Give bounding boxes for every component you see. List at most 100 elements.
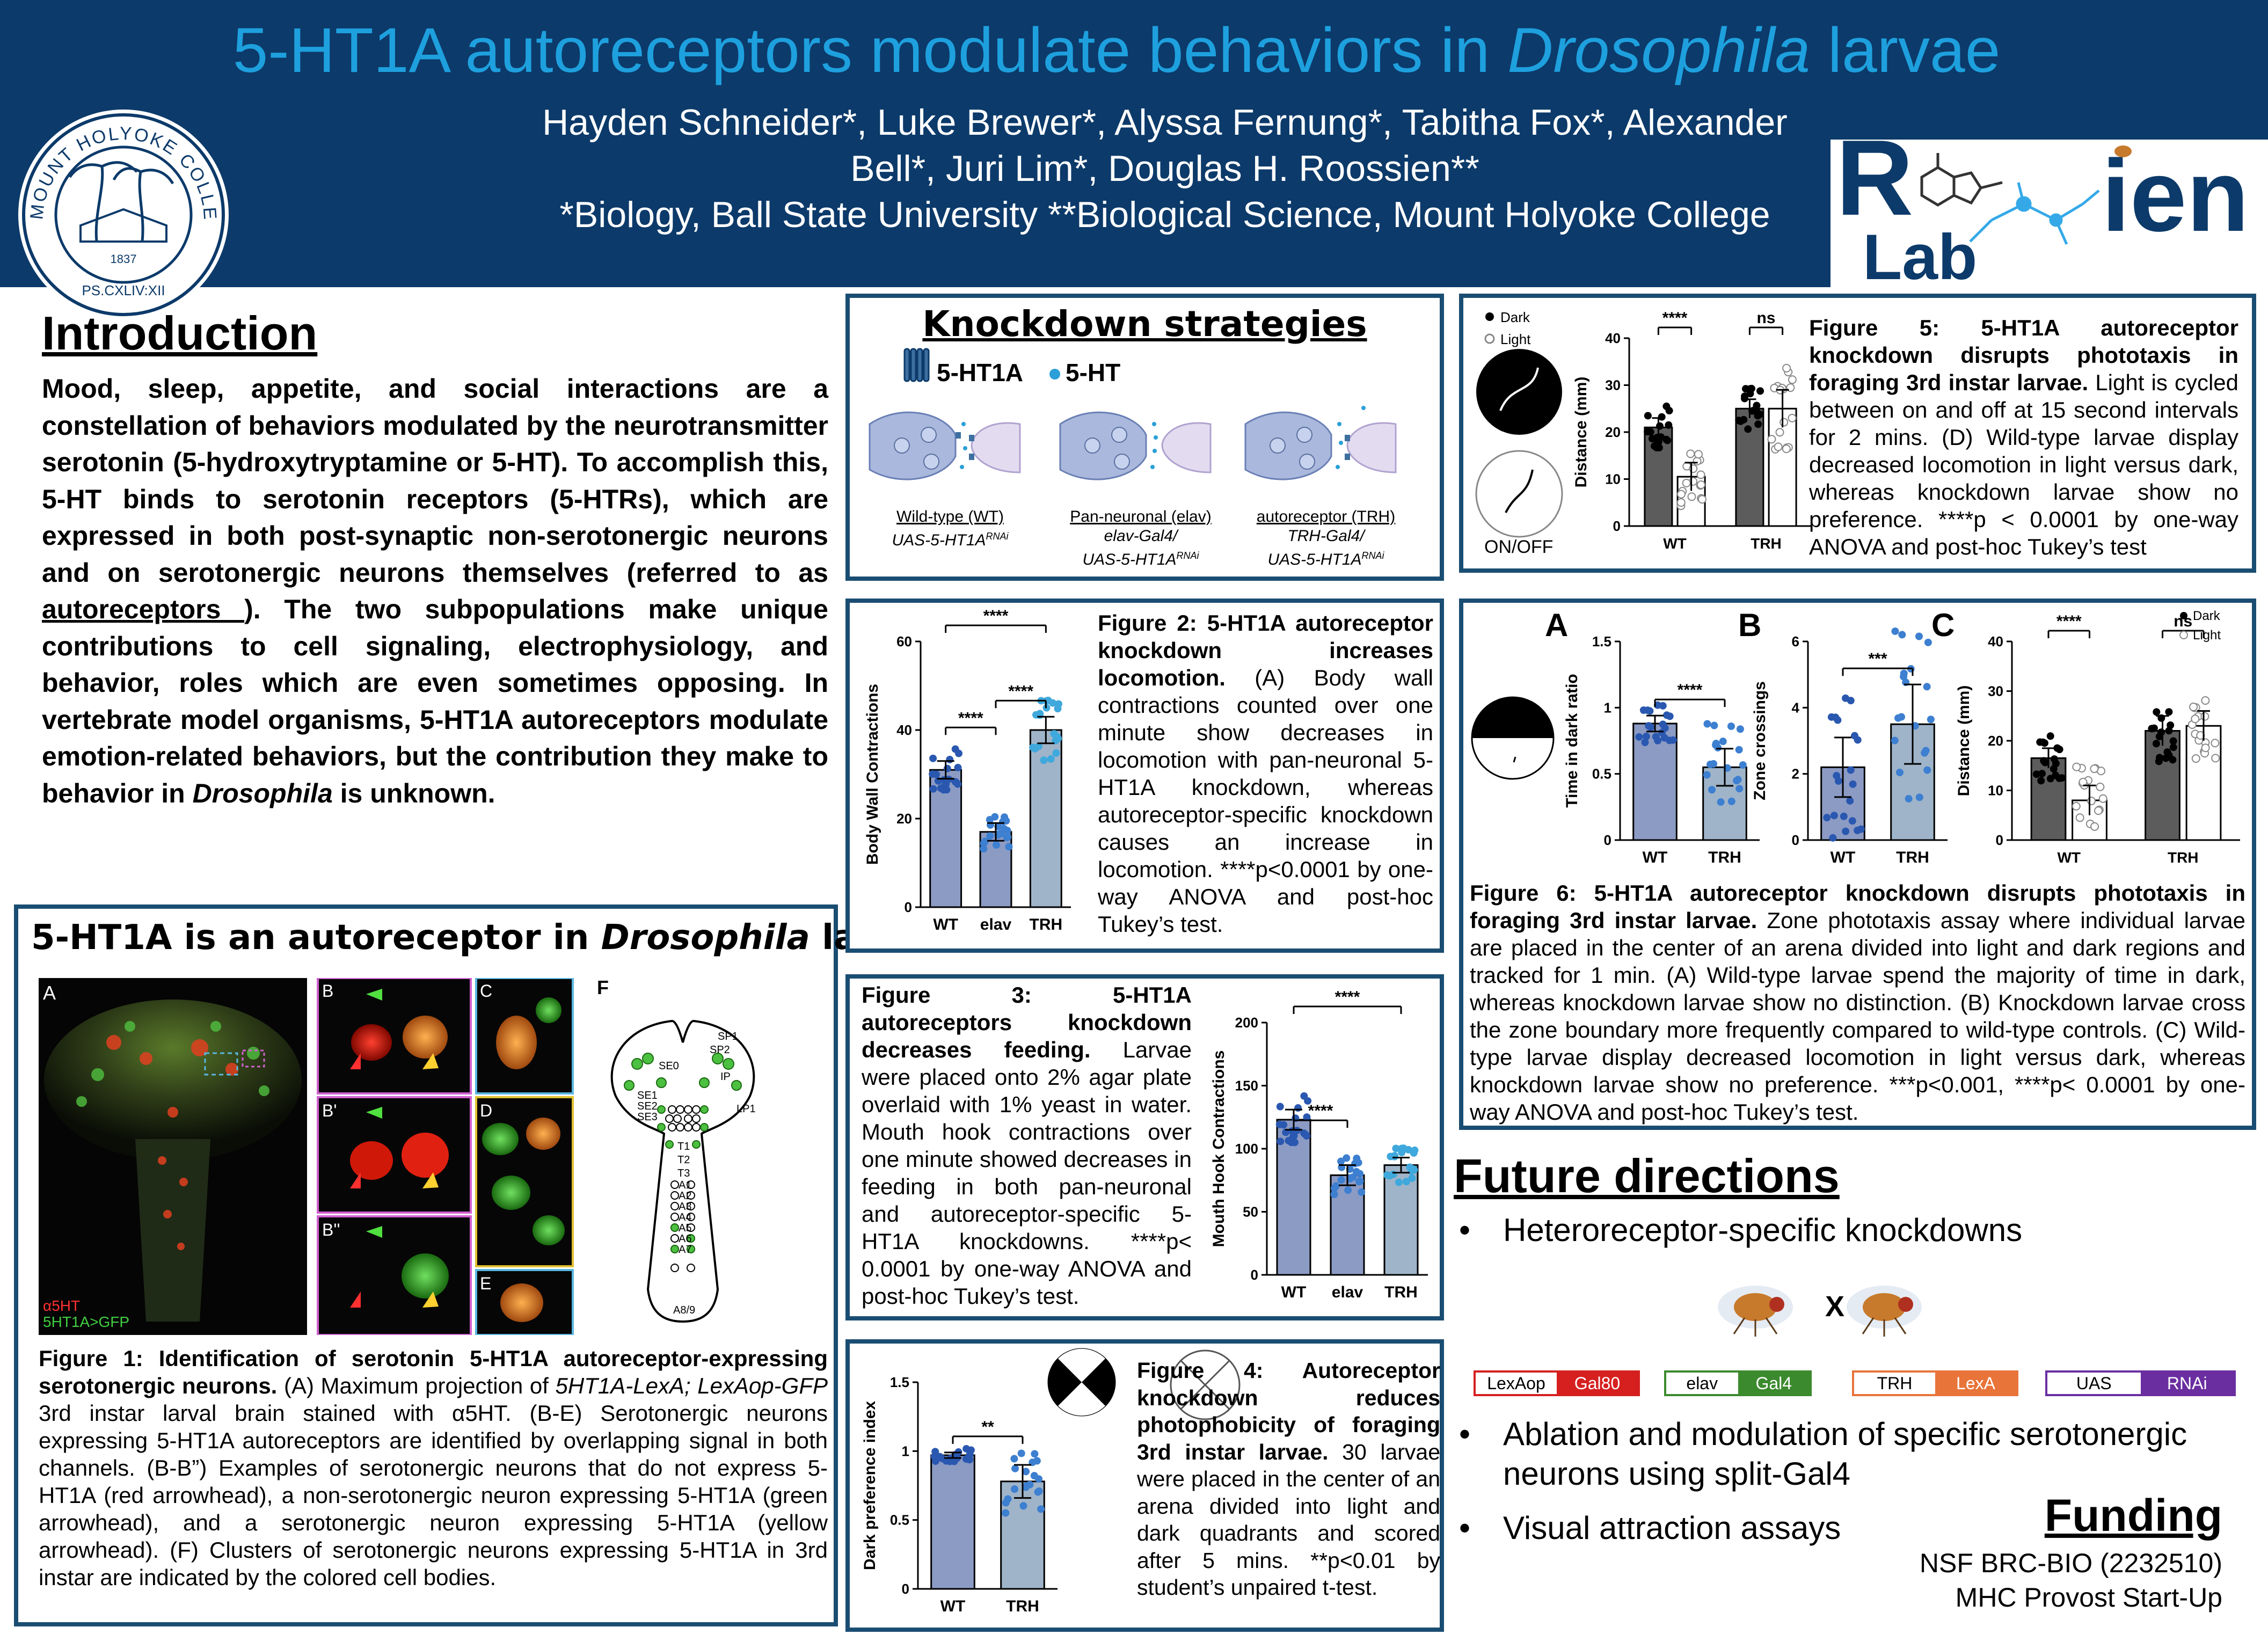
quadrant-arena-icon <box>1047 1347 1117 1417</box>
significance-label: **** <box>1678 681 1703 699</box>
data-point <box>1644 412 1652 420</box>
data-point <box>929 754 937 762</box>
data-point <box>1921 749 1929 757</box>
data-point <box>1898 631 1906 639</box>
data-point <box>2038 770 2046 778</box>
data-point <box>954 763 962 771</box>
figure-6-label-c: C <box>1931 607 1955 643</box>
y-tick-label: 0.5 <box>1592 766 1611 782</box>
svg-text:PS.CXLIV:XII: PS.CXLIV:XII <box>82 282 165 298</box>
svg-text:A8/9: A8/9 <box>673 1304 695 1316</box>
data-point <box>1349 1173 1357 1181</box>
data-point <box>1923 683 1931 691</box>
data-point <box>966 1456 974 1464</box>
y-tick-label: 200 <box>1235 1015 1258 1031</box>
legend-dark-label: Dark <box>2193 609 2221 623</box>
data-point <box>2055 774 2063 782</box>
data-point <box>1687 492 1696 501</box>
intro-text: Mood, sleep, appetite, and social intera… <box>42 374 828 808</box>
data-point <box>1030 1472 1038 1480</box>
data-point <box>1829 834 1837 842</box>
data-point <box>1898 713 1906 721</box>
y-tick-label: 40 <box>1988 633 2003 650</box>
data-point <box>931 1457 939 1465</box>
svg-text:SE1: SE1 <box>637 1090 658 1101</box>
svg-text:5HT1A>GFP: 5HT1A>GFP <box>43 1314 129 1330</box>
data-point <box>2098 794 2107 803</box>
data-point <box>1854 736 1862 744</box>
data-point <box>986 832 994 840</box>
data-point <box>2037 777 2045 785</box>
data-point <box>2201 743 2210 753</box>
data-point <box>931 1448 939 1456</box>
data-point <box>2189 702 2198 711</box>
data-point <box>1735 746 1743 754</box>
svg-text:F: F <box>597 978 609 998</box>
strategy-wt-label: Wild-type (WT) UAS-5-HT1ARNAi <box>892 508 1009 549</box>
bar-wt <box>930 1454 975 1590</box>
data-point <box>1891 627 1899 635</box>
construct-right-label: Gal80 <box>1557 1373 1638 1394</box>
data-point <box>1294 1104 1302 1112</box>
panel-f-schematic: F <box>597 978 756 1323</box>
data-point <box>1303 1113 1311 1121</box>
data-point <box>2072 762 2081 771</box>
x-tick-label: WT <box>1281 1283 1307 1301</box>
svg-text:LP1: LP1 <box>736 1103 756 1115</box>
future-heading: Future directions <box>1454 1149 1840 1202</box>
data-point <box>1694 450 1703 459</box>
data-point <box>1744 425 1752 433</box>
svg-text:B'': B'' <box>322 1220 340 1239</box>
data-point <box>2072 801 2081 811</box>
data-point <box>2169 743 2177 751</box>
data-point <box>1659 702 1667 710</box>
y-tick-label: 40 <box>1605 330 1621 346</box>
data-point <box>1775 428 1784 437</box>
y-tick-label: 0 <box>1792 832 1799 848</box>
data-point <box>1708 786 1716 794</box>
intro-heading: Introduction <box>42 307 318 360</box>
svg-text:A2: A2 <box>679 1190 691 1202</box>
data-point <box>2096 782 2105 791</box>
data-point <box>2167 721 2175 729</box>
significance-label: ** <box>981 1418 994 1436</box>
bar-trh <box>1029 729 1062 908</box>
data-point <box>2075 813 2084 822</box>
data-point <box>1676 498 1686 507</box>
data-point <box>1052 749 1060 757</box>
significance-label: **** <box>1308 1102 1333 1120</box>
data-point <box>1840 812 1848 820</box>
data-point <box>1676 490 1686 499</box>
construct-left-label: TRH <box>1854 1373 1935 1394</box>
y-axis-title: Body Wall Contractions <box>864 684 881 865</box>
y-tick-label: 2 <box>1792 766 1799 782</box>
svg-text:B': B' <box>322 1101 337 1120</box>
data-point <box>1733 777 1741 785</box>
svg-text:T2: T2 <box>677 1154 690 1166</box>
synapse-trh <box>1244 406 1397 480</box>
panel-b-images: B B' B'' <box>317 978 472 1335</box>
figure-5-legend-arena: Dark Light ON/OFF <box>1468 303 1576 561</box>
svg-text:B: B <box>322 981 333 1001</box>
figure-5-caption: Figure 5: 5-HT1A autoreceptor knockdown … <box>1809 315 2238 559</box>
data-point <box>1049 699 1057 707</box>
poster-title: 5-HT1A autoreceptors modulate behaviors … <box>232 15 2001 86</box>
data-point <box>1780 418 1789 427</box>
data-point <box>2155 757 2163 765</box>
x-tick-label: TRH <box>1030 916 1063 933</box>
dark-arena-icon <box>1476 349 1562 435</box>
data-point <box>2191 754 2200 763</box>
data-point <box>2157 728 2165 736</box>
y-tick-label: 30 <box>1605 377 1621 393</box>
data-point <box>932 770 940 778</box>
data-point <box>1735 785 1744 793</box>
